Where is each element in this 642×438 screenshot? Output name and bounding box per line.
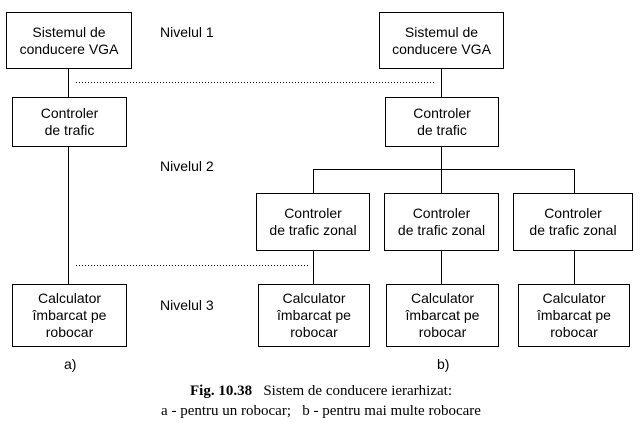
- node-b-vga-system: Sistemul de conducere VGA: [379, 12, 504, 69]
- node-b-zonal-controller-2: Controler de trafic zonal: [384, 193, 499, 251]
- level-3-label: Nivelul 3: [160, 297, 214, 313]
- level-1-label: Nivelul 1: [160, 24, 214, 40]
- node-b-traffic-controller: Controler de trafic: [385, 97, 499, 147]
- node-b-zonal-controller-3: Controler de trafic zonal: [513, 193, 633, 251]
- subfigure-b-label: b): [437, 356, 450, 372]
- figure-caption: Fig. 10.38 Sistem de conducere ierarhiza…: [0, 381, 642, 401]
- node-a-traffic-controller: Controler de trafic: [12, 97, 127, 147]
- level-2-label: Nivelul 2: [160, 158, 214, 174]
- figure-caption-line2: a - pentru un robocar; b - pentru mai mu…: [161, 403, 481, 419]
- figure-title: Sistem de conducere ierarhizat:: [263, 383, 452, 399]
- node-b-zonal-controller-1: Controler de trafic zonal: [256, 193, 370, 251]
- figure-number: Fig. 10.38: [189, 383, 253, 399]
- node-b-onboard-computer-3: Calculator îmbarcat pe robocar: [518, 284, 630, 347]
- node-b-onboard-computer-1: Calculator îmbarcat pe robocar: [258, 284, 370, 347]
- node-b-onboard-computer-2: Calculator îmbarcat pe robocar: [386, 284, 499, 347]
- node-a-vga-system: Sistemul de conducere VGA: [6, 12, 132, 69]
- subfigure-a-label: a): [64, 356, 77, 372]
- node-a-onboard-computer: Calculator îmbarcat pe robocar: [12, 284, 127, 347]
